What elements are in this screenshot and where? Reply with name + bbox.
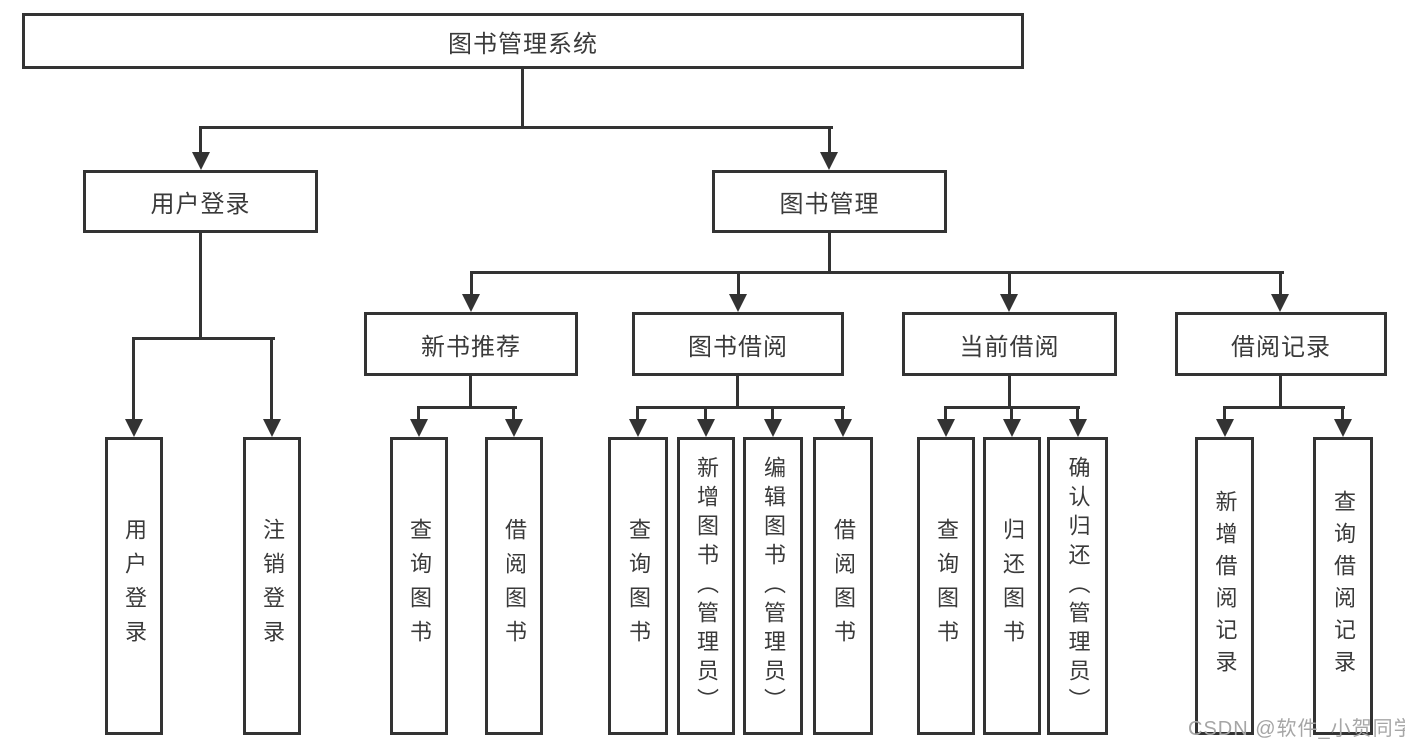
leaf-return-books: 归还图书: [983, 437, 1041, 735]
arrow-down-recommend-icon: [462, 294, 480, 312]
leaf-add-books-admin-label: 新增图书（管理员）: [694, 455, 719, 717]
leaf-edit-books-admin: 编辑图书（管理员）: [743, 437, 803, 735]
arrow-down-leaf11-icon: [1069, 419, 1087, 437]
leaf-borrow-books: 借阅图书: [813, 437, 873, 735]
node-book-borrow-label: 图书借阅: [688, 333, 788, 361]
arrow-down-leaf10-icon: [1003, 419, 1021, 437]
connector-root-stem: [521, 69, 524, 129]
arrow-down-leaf12-icon: [1216, 419, 1234, 437]
connector-leaf3-shaft: [417, 406, 420, 422]
node-root-label: 图书管理系统: [448, 30, 598, 58]
connector-leaf4-shaft: [512, 406, 515, 422]
connector-leaf11-shaft: [1076, 406, 1079, 422]
connector-manage-stem: [828, 233, 831, 274]
leaf-query-books-current-label: 查询图书: [934, 518, 959, 654]
leaf-confirm-return-admin-label: 确认归还（管理员）: [1065, 455, 1091, 717]
arrow-down-current-icon: [1000, 294, 1018, 312]
arrow-down-leaf1-icon: [125, 419, 143, 437]
connector-leaf7-shaft: [771, 406, 774, 422]
connector-leaf5-shaft: [636, 406, 639, 422]
arrow-down-leaf9-icon: [937, 419, 955, 437]
connector-recommend-bar: [417, 406, 517, 409]
node-book-borrow: 图书借阅: [632, 312, 844, 376]
arrow-down-borrow-icon: [729, 294, 747, 312]
connector-login-stem: [199, 233, 202, 340]
connector-l3c-shaft: [1008, 271, 1011, 297]
leaf-borrow-books-label: 借阅图书: [831, 518, 856, 654]
leaf-edit-books-admin-label: 编辑图书（管理员）: [761, 455, 786, 717]
leaf-user-login-label: 用户登录: [122, 518, 147, 654]
connector-leaf8-shaft: [841, 406, 844, 422]
node-new-book-recommend-label: 新书推荐: [421, 333, 521, 361]
connector-leaf13-shaft: [1341, 406, 1344, 422]
connector-root-manage-shaft: [828, 126, 831, 156]
leaf-query-books-borrow: 查询图书: [608, 437, 668, 735]
leaf-return-books-label: 归还图书: [1000, 518, 1025, 654]
arrow-down-records-icon: [1271, 294, 1289, 312]
node-borrow-records-label: 借阅记录: [1231, 333, 1331, 361]
leaf-add-borrow-record-label: 新增借阅记录: [1212, 490, 1238, 682]
connector-leaf10-shaft: [1010, 406, 1013, 422]
leaf-logout-label: 注销登录: [260, 518, 285, 654]
connector-borrow-stem: [736, 376, 739, 409]
connector-l3a-shaft: [470, 271, 473, 297]
connector-borrow-bar: [636, 406, 845, 409]
connector-leaf12-shaft: [1223, 406, 1226, 422]
connector-recommend-stem: [469, 376, 472, 409]
connector-l3b-shaft: [737, 271, 740, 297]
arrow-down-leaf3-icon: [410, 419, 428, 437]
node-book-management-label: 图书管理: [779, 191, 880, 218]
connector-root-bar: [199, 126, 833, 129]
leaf-query-books-borrow-label: 查询图书: [626, 518, 651, 654]
leaf-add-borrow-record: 新增借阅记录: [1195, 437, 1254, 735]
node-current-borrow-label: 当前借阅: [959, 333, 1060, 361]
node-user-login: 用户登录: [83, 170, 318, 233]
node-root: 图书管理系统: [22, 13, 1024, 69]
node-current-borrow: 当前借阅: [902, 312, 1117, 376]
connector-leaf6-shaft: [704, 406, 707, 422]
leaf-query-books-recommend: 查询图书: [390, 437, 448, 735]
arrow-down-leaf7-icon: [764, 419, 782, 437]
connector-leaf9-shaft: [944, 406, 947, 422]
arrow-down-manage-icon: [820, 152, 838, 170]
node-user-login-label: 用户登录: [150, 191, 251, 218]
connector-current-stem: [1008, 376, 1011, 409]
connector-records-bar: [1223, 406, 1345, 409]
connector-manage-bar: [470, 271, 1284, 274]
leaf-query-books-current: 查询图书: [917, 437, 975, 735]
connector-records-stem: [1279, 376, 1282, 409]
node-borrow-records: 借阅记录: [1175, 312, 1387, 376]
leaf-borrow-books-recommend: 借阅图书: [485, 437, 543, 735]
node-new-book-recommend: 新书推荐: [364, 312, 578, 376]
leaf-query-borrow-record-label: 查询借阅记录: [1331, 490, 1356, 682]
connector-leaf1-shaft: [132, 337, 135, 422]
leaf-user-login: 用户登录: [105, 437, 163, 735]
node-book-management: 图书管理: [712, 170, 947, 233]
arrow-down-leaf4-icon: [505, 419, 523, 437]
leaf-borrow-books-recommend-label: 借阅图书: [502, 518, 527, 654]
leaf-confirm-return-admin: 确认归还（管理员）: [1047, 437, 1108, 735]
connector-root-login-shaft: [199, 126, 202, 156]
leaf-logout: 注销登录: [243, 437, 301, 735]
arrow-down-leaf8-icon: [834, 419, 852, 437]
connector-login-bar: [132, 337, 275, 340]
arrow-down-leaf13-icon: [1334, 419, 1352, 437]
leaf-add-books-admin: 新增图书（管理员）: [677, 437, 735, 735]
arrow-down-leaf2-icon: [263, 419, 281, 437]
arrow-down-leaf5-icon: [629, 419, 647, 437]
arrow-down-login-icon: [192, 152, 210, 170]
connector-leaf2-shaft: [270, 337, 273, 422]
csdn-watermark: CSDN @软件_小贺同学: [1188, 718, 1405, 740]
connector-l3d-shaft: [1279, 271, 1282, 297]
arrow-down-leaf6-icon: [697, 419, 715, 437]
leaf-query-books-recommend-label: 查询图书: [407, 518, 432, 654]
leaf-query-borrow-record: 查询借阅记录: [1313, 437, 1373, 735]
